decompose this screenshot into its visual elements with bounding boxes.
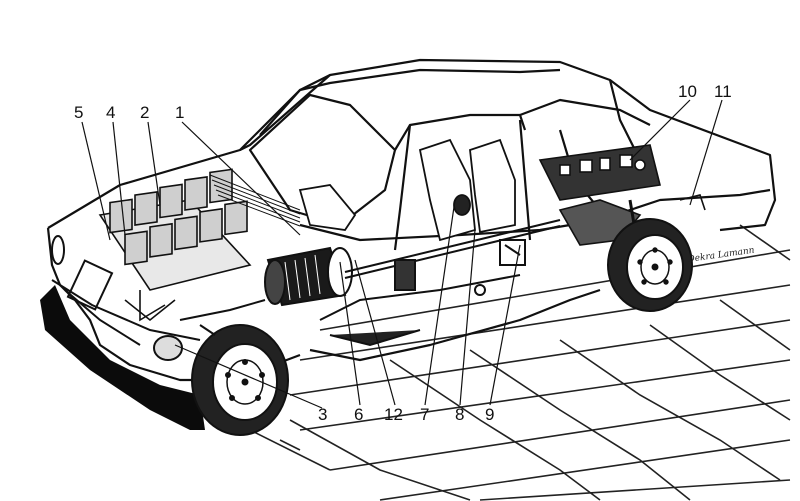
callout-8: 8 [455,405,464,424]
car-body [46,58,777,382]
callout-4: 4 [106,103,115,122]
callout-2: 2 [140,103,149,122]
callout-12: 12 [384,405,403,424]
callout-11: 11 [714,82,732,101]
leader-lines [81,99,723,409]
bonnet-vent-lines [209,174,301,227]
car-shadow [40,285,205,430]
callout-3: 3 [318,405,327,424]
seats [298,138,516,242]
floor-grid [229,224,791,501]
rear-wheel [607,218,693,312]
callout-7: 7 [420,405,429,424]
callout-6: 6 [354,405,363,424]
front-wheel [191,324,289,436]
callout-1: 1 [175,103,184,122]
callout-5: 5 [74,103,83,122]
callout-9: 9 [485,405,494,424]
floor-and-driveshaft [319,219,561,347]
callout-10: 10 [678,82,697,101]
callout-labels: 5 4 2 1 3 6 12 7 8 9 10 11 [74,82,732,424]
front-end [51,235,201,346]
battery-pack [98,168,252,322]
electric-motor [264,246,353,307]
